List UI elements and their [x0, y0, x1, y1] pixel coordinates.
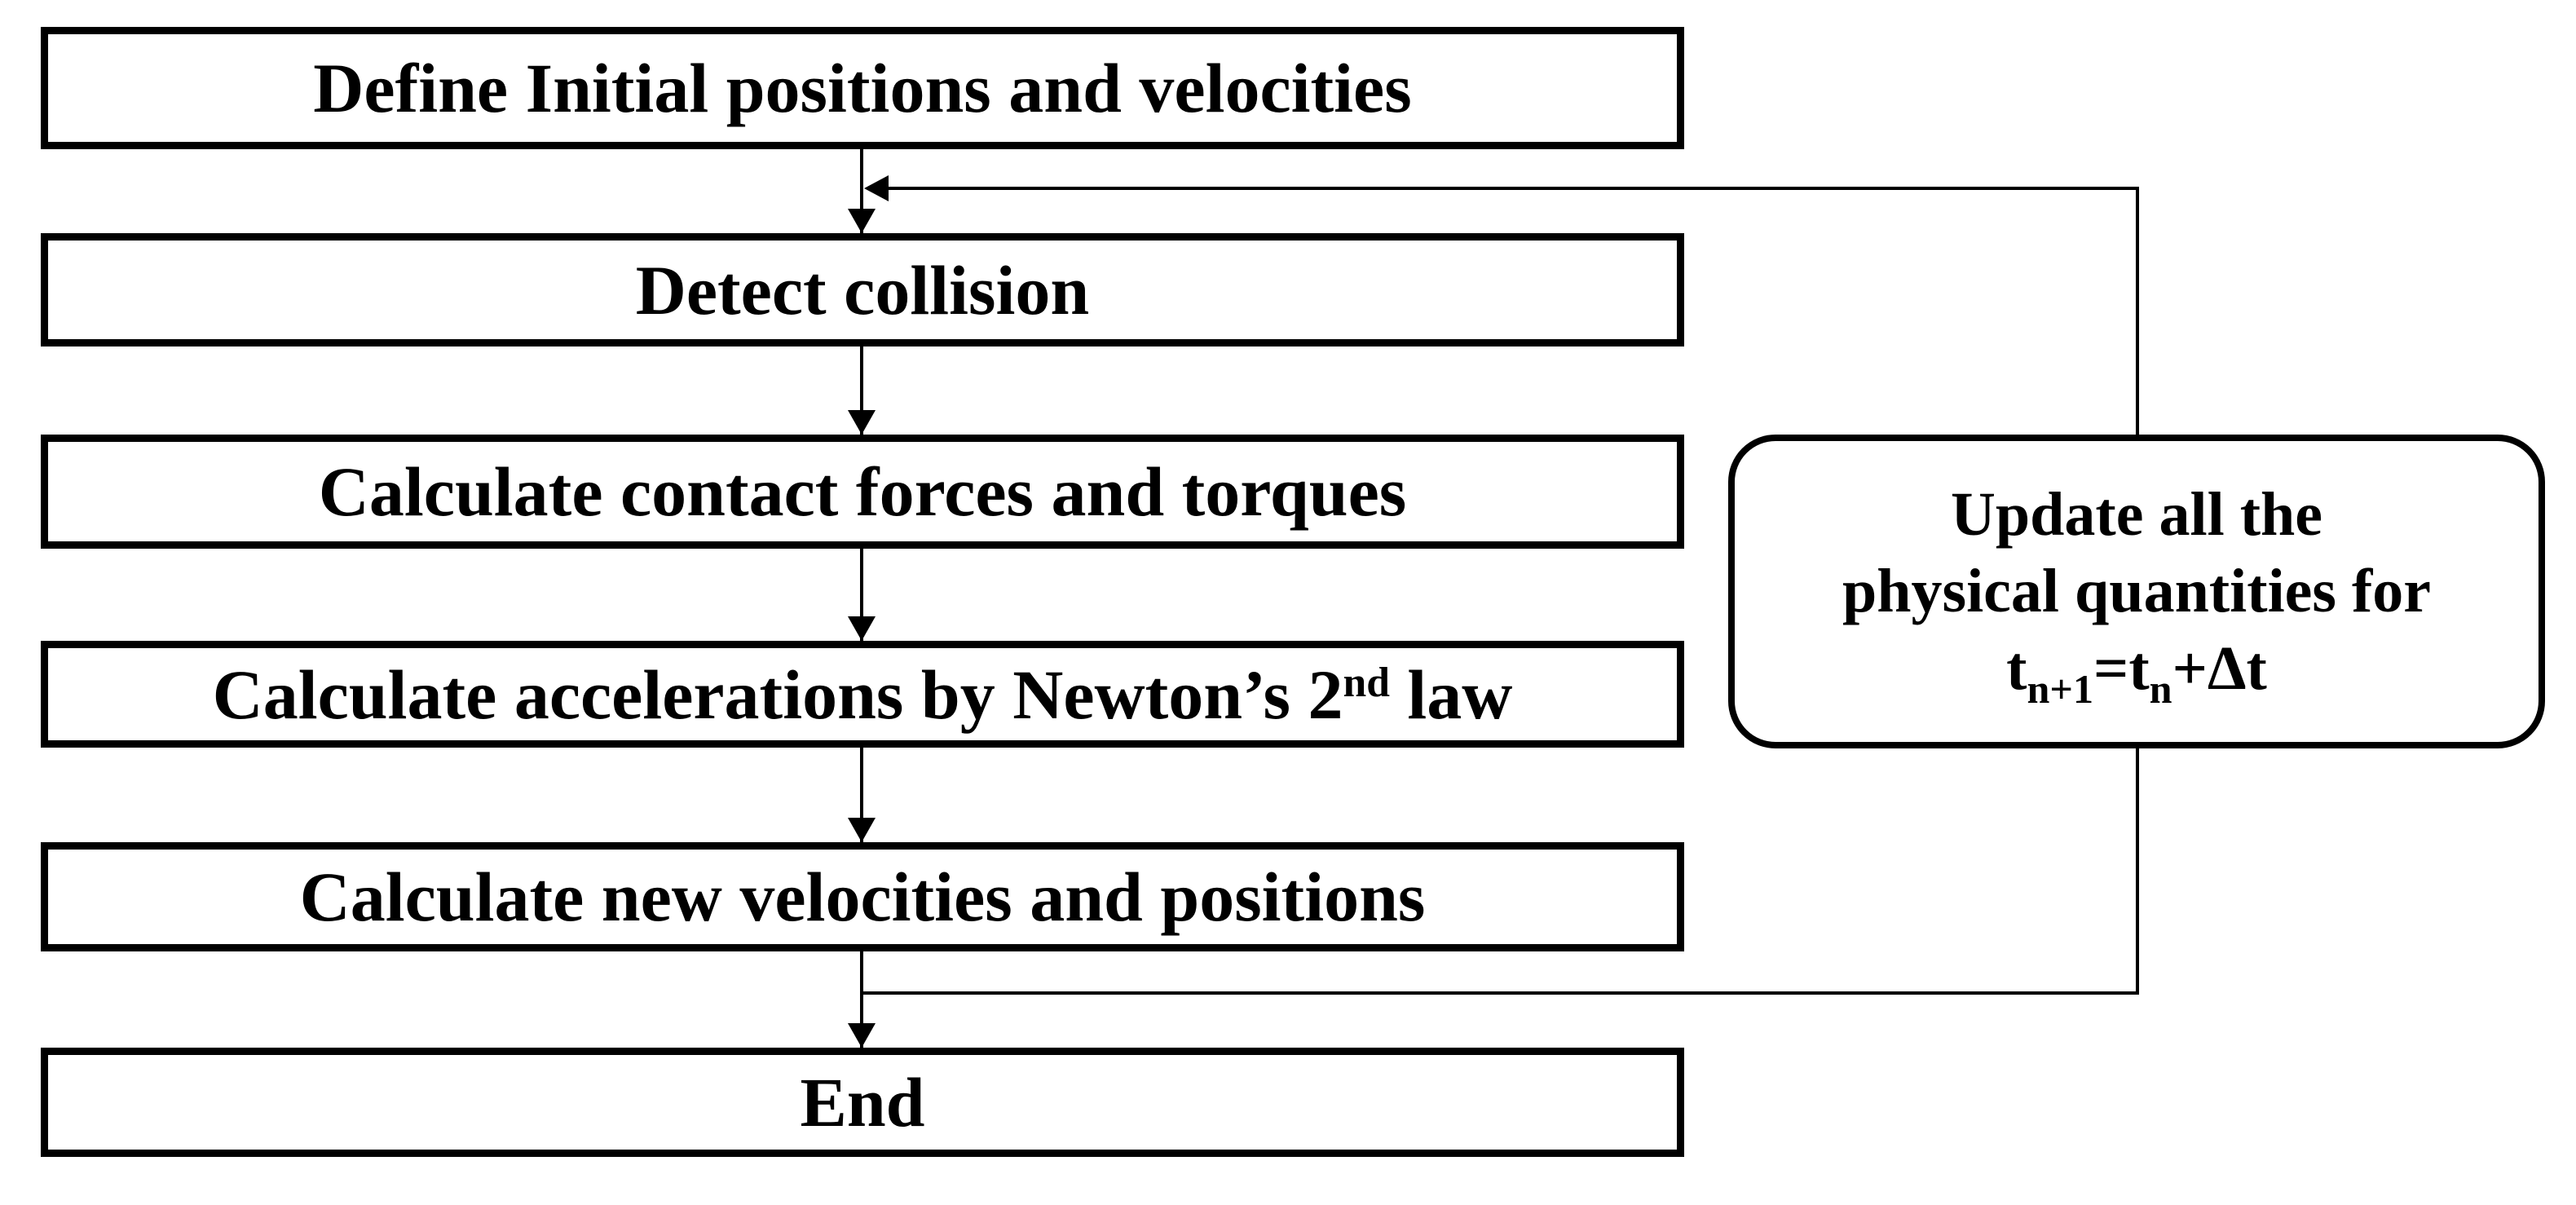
arrow-line-define-to-detect: [860, 149, 863, 233]
arrowhead-down-3-icon: [848, 616, 876, 641]
loop-line-bottom: [862, 991, 2139, 995]
node-update-quantities: Update all the physical quantities for t…: [1728, 435, 2545, 748]
node-label: Define Initial positions and velocities: [313, 49, 1412, 127]
arrowhead-down-4-icon: [848, 818, 876, 842]
arrow-line-newton-to-velocities: [860, 748, 863, 842]
loop-line-top: [889, 187, 2139, 190]
node-label: Detect collision: [635, 250, 1090, 329]
node-label: Calculate contact forces and torques: [318, 452, 1407, 531]
arrowhead-down-5-icon: [848, 1023, 876, 1048]
update-line-1: Update all the: [1951, 480, 2322, 550]
node-end: End: [41, 1048, 1684, 1157]
node-label: Calculate new velocities and positions: [299, 858, 1426, 936]
arrowhead-left-loop-icon: [864, 175, 889, 201]
node-define-initial: Define Initial positions and velocities: [41, 27, 1684, 149]
subscript-n: n: [2149, 665, 2172, 712]
node-new-velocities: Calculate new velocities and positions: [41, 842, 1684, 951]
node-newton-law: Calculate accelerations by Newton’s 2nd …: [41, 641, 1684, 748]
arrow-line-velocities-to-end: [860, 951, 863, 1048]
node-detect-collision: Detect collision: [41, 233, 1684, 346]
arrow-line-forces-to-newton: [860, 549, 863, 641]
arrowhead-down-2-icon: [848, 410, 876, 435]
node-contact-forces: Calculate contact forces and torques: [41, 435, 1684, 549]
ordinal-superscript: nd: [1343, 659, 1390, 706]
arrowhead-down-1-icon: [848, 209, 876, 233]
node-label: Calculate accelerations by Newton’s 2nd …: [212, 655, 1513, 734]
arrow-line-detect-to-forces: [860, 346, 863, 435]
subscript-n-plus-1: n+1: [2027, 665, 2094, 712]
update-formula: tn+1=tn+Δt: [2006, 633, 2267, 712]
update-line-2: physical quantities for: [1842, 557, 2432, 626]
node-label: End: [800, 1063, 925, 1141]
